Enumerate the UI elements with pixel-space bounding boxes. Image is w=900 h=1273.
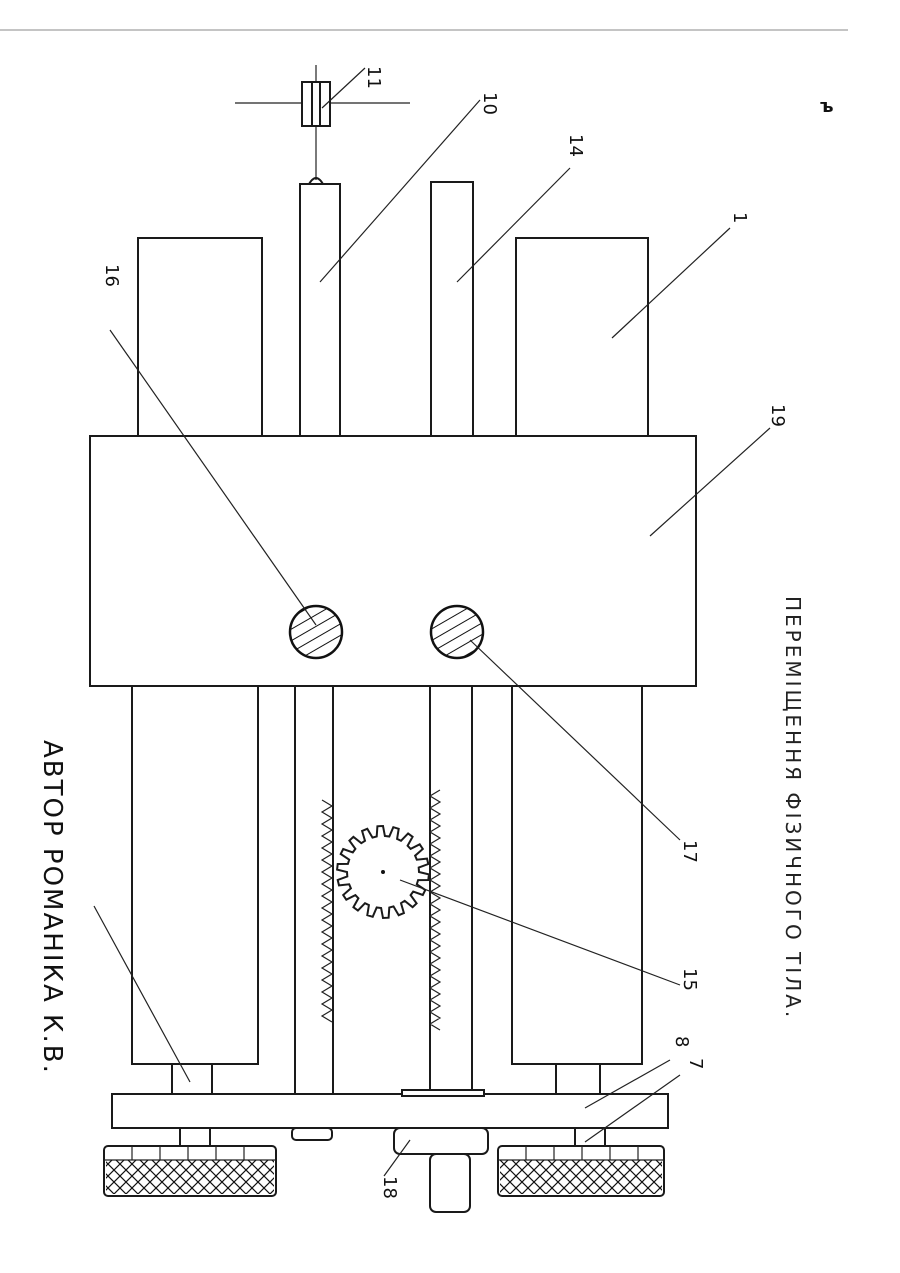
- label-1: 1: [729, 212, 750, 223]
- label-11: 11: [363, 66, 384, 89]
- upper-right-rail: [516, 238, 648, 438]
- hatched-pin-icon: [431, 606, 483, 658]
- knurled-knob-icon: [498, 1146, 664, 1196]
- knurled-knob-icon: [104, 1146, 276, 1196]
- output-shaft: [430, 1154, 470, 1212]
- carriage-block-19: [90, 436, 696, 686]
- label-16: 16: [101, 264, 122, 287]
- rack-left: [295, 684, 333, 1094]
- rod-cap: [292, 1128, 332, 1140]
- caption-author: АВТОР РОМАНІКА К.В.: [37, 740, 67, 1075]
- plate-washer: [402, 1090, 484, 1096]
- rack-right: [430, 684, 472, 1094]
- nut-18: [394, 1128, 488, 1154]
- label-14: 14: [565, 134, 586, 157]
- hatched-pin-icon: [290, 606, 342, 658]
- rod-10: [300, 184, 340, 438]
- caption-title: ПЕРЕМІЩЕННЯ ФІЗИЧНОГО ТІЛА.: [781, 596, 805, 1020]
- base-plate-8: [112, 1094, 668, 1128]
- lower-left-rail: [132, 684, 258, 1064]
- left-stub: [172, 1064, 212, 1096]
- right-stub: [556, 1064, 600, 1096]
- label-18: 18: [379, 1176, 400, 1199]
- label-19: 19: [767, 404, 788, 427]
- rod-14: [431, 182, 473, 438]
- page-marker: ъ: [820, 96, 834, 117]
- label-15: 15: [679, 968, 700, 991]
- label-8: 8: [671, 1036, 692, 1047]
- label-17: 17: [679, 840, 700, 863]
- upper-left-rail: [138, 238, 262, 438]
- label-7: 7: [685, 1058, 706, 1069]
- label-10: 10: [479, 92, 500, 115]
- gear-icon: [337, 826, 429, 918]
- lower-right-rail: [512, 684, 642, 1064]
